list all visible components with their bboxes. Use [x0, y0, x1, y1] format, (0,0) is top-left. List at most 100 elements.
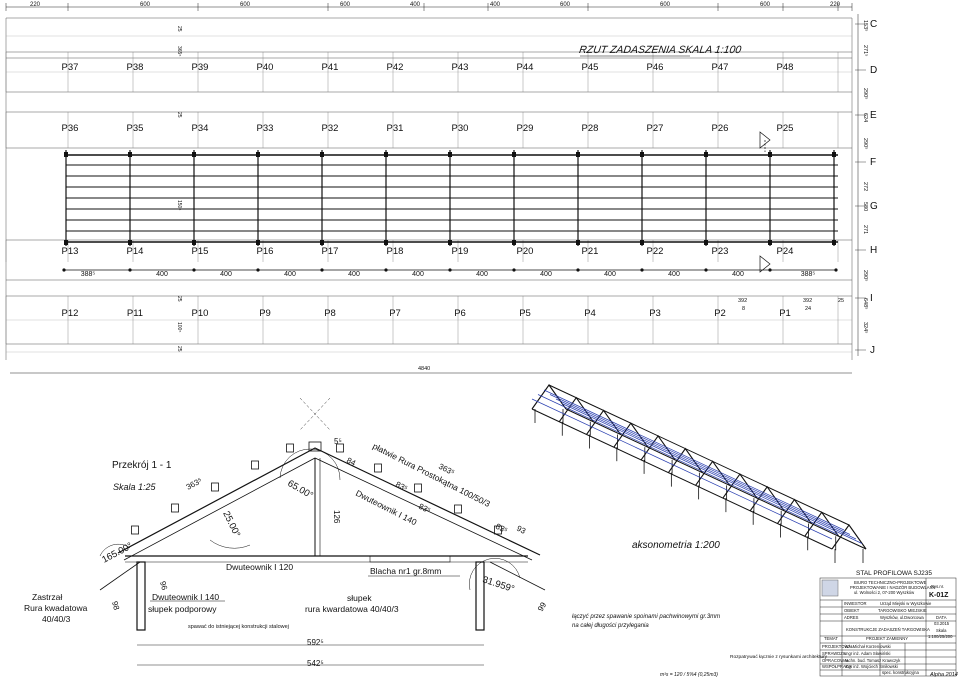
column-label-P38: P38 — [127, 62, 144, 73]
small-dimension-value: 25 — [838, 298, 844, 304]
column-label-P46: P46 — [647, 62, 664, 73]
scale-label: Skala — [936, 628, 947, 633]
column-label-P47: P47 — [712, 62, 729, 73]
axo-purlin — [543, 389, 845, 531]
column-label-P20: P20 — [517, 246, 534, 257]
weld-note-2: na całej długości przylegania — [572, 623, 649, 629]
rafter-foot — [832, 240, 836, 245]
column-label-2: słupek podporowy — [148, 604, 217, 614]
rafter-head — [768, 152, 772, 157]
section-cut-marker — [759, 131, 771, 273]
purlin-box — [454, 504, 462, 514]
column-label-P6: P6 — [454, 308, 466, 319]
rafter-head — [640, 152, 644, 157]
top-dimension-value: 220 — [30, 2, 41, 8]
company-line-1: BIURO TECHNICZNO-PROJEKTOWE — [854, 580, 927, 585]
right-dimension-value: 580 — [862, 202, 868, 211]
top-dimension-value: 600 — [140, 2, 151, 8]
axo-eave — [531, 408, 833, 550]
column-label-P29: P29 — [517, 123, 534, 134]
span-value: 400 — [220, 271, 232, 278]
axo-purlin — [555, 398, 857, 540]
top-dimension-value: 600 — [560, 2, 571, 8]
right-dimension-value: 290⁵ — [862, 138, 869, 149]
mark-value: 100⁵ — [176, 322, 182, 332]
mark-value: 150⁵ — [176, 200, 182, 210]
axo-purlin — [531, 398, 833, 540]
axo-eave — [565, 408, 867, 550]
rafter-head — [192, 152, 196, 157]
span-node — [384, 268, 388, 272]
weld-note: spawać do istniejącej konstrukcji stalow… — [188, 624, 289, 630]
section-title: Przekrój 1 - 1 — [112, 460, 172, 471]
span-node — [640, 268, 644, 272]
column-label-P2: P2 — [714, 308, 726, 319]
mark-value: 365⁵ — [176, 46, 182, 56]
right-dimension-value: 624 — [862, 113, 868, 122]
role-4: WSPÓŁPRACA — [822, 664, 852, 669]
column-label-P31: P31 — [387, 123, 404, 134]
top-dimension-value: 220 — [830, 2, 841, 8]
small-dimension-value: 392 — [738, 298, 747, 304]
address-label: ADRES — [844, 615, 859, 620]
span-node — [834, 268, 838, 272]
axis-letter-E: E — [870, 110, 877, 121]
rafter-head — [576, 152, 580, 157]
column-label-P16: P16 — [257, 246, 274, 257]
column-label-P23: P23 — [712, 246, 729, 257]
purlin-lattice — [64, 150, 838, 246]
object-label: OBIEKT — [844, 608, 860, 613]
axis-letters: CDEFGHIJ153⁵271⁵290⁵624290⁵272580271290⁵… — [176, 14, 878, 356]
column-label-P4: P4 — [584, 308, 596, 319]
axis-letter-D: D — [870, 65, 877, 76]
column-label-P42: P42 — [387, 62, 404, 73]
volume-note: m³s = 120 / 5%4 (0,25m3) — [660, 672, 718, 678]
column-label-P14: P14 — [127, 246, 144, 257]
title-block — [819, 577, 957, 677]
object: TARGOWISKO MIEJSKIE — [878, 608, 927, 613]
column-label-P5: P5 — [519, 308, 531, 319]
checker: mgr inż. Adam Sławiński — [845, 651, 890, 656]
section-dimension-value: 542⁵ — [307, 659, 324, 668]
small-dimension-value: 8 — [742, 306, 745, 312]
top-dimension-value: 400 — [410, 2, 421, 8]
rafter-foot — [640, 240, 644, 245]
purlin-sections — [131, 443, 502, 535]
column-label-P37: P37 — [62, 62, 79, 73]
mark-value: 25 — [176, 112, 182, 118]
company-line-3: ul. Wolności 2, 07-200 Wyszków — [854, 590, 915, 595]
spec: spec. konstrukcyjna — [882, 670, 919, 675]
column-label-P3: P3 — [649, 308, 661, 319]
role-3: OPRACOWAŁ — [822, 658, 850, 663]
axo-purlin — [549, 394, 851, 535]
rafter-foot — [512, 240, 516, 245]
axis-letter-G: G — [870, 201, 878, 212]
rafter-foot — [704, 240, 708, 245]
column-label-P36: P36 — [62, 123, 79, 134]
column-label-P18: P18 — [387, 246, 404, 257]
column-label-P34: P34 — [192, 123, 209, 134]
purlin-box — [211, 482, 219, 492]
axonometry-label: aksonometria 1:200 — [632, 540, 720, 551]
right-dimension-value: 271 — [862, 225, 868, 234]
steel-note: STAL PROFILOWA SJ235 — [856, 570, 932, 577]
rafter-head — [256, 152, 260, 157]
rafter-foot — [448, 240, 452, 245]
column-label-P24: P24 — [777, 246, 794, 257]
span-value: 400 — [476, 271, 488, 278]
span-node — [576, 268, 580, 272]
coordinator: mgr inż. Wojciech Śmiłowski — [845, 664, 898, 669]
column-label-P13: P13 — [62, 246, 79, 257]
topic-label: TEMAT — [824, 636, 838, 641]
role-1: PROJEKTOWAŁ — [822, 644, 854, 649]
connect-note: Rozpatrywać łącznie z rysunkami architek… — [730, 654, 828, 660]
axonometric-view — [531, 384, 867, 563]
right-dimension-value: 153⁵ — [862, 20, 869, 31]
column-label-P15: P15 — [192, 246, 209, 257]
date-label: DATA — [936, 615, 947, 620]
right-dimension-value: 648⁵ — [862, 298, 869, 309]
mark-value: 25 — [176, 296, 182, 302]
right-dimension-value: 272 — [862, 182, 868, 191]
rafter-head — [128, 152, 132, 157]
title-block-text: BIURO TECHNICZNO-PROJEKTOWE PROJEKTOWANI… — [822, 580, 953, 675]
